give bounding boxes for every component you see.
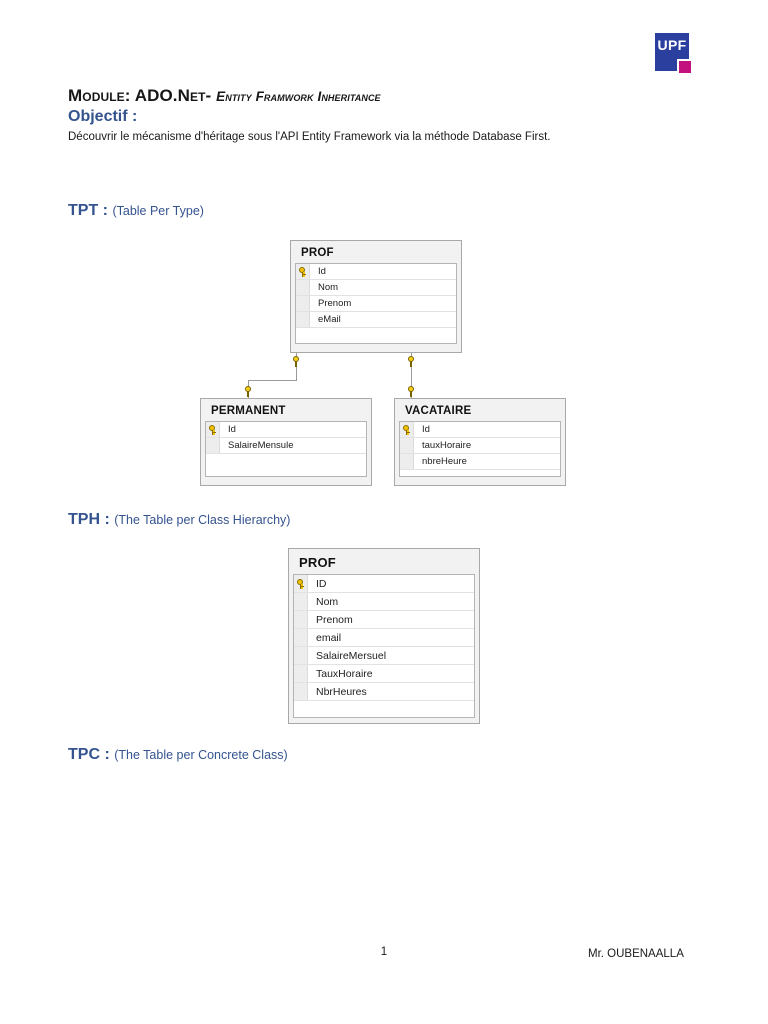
- erd-row-gutter: [296, 296, 310, 311]
- erd-field-label: Id: [228, 424, 236, 435]
- erd-field-label: nbreHeure: [422, 456, 467, 467]
- logo-pink-square: [677, 59, 693, 75]
- erd-row[interactable]: eMail: [296, 312, 456, 328]
- erd-field-label: TauxHoraire: [316, 667, 373, 680]
- erd-table-prof-tph[interactable]: PROF ID Nom Prenom email SalaireMersuel …: [288, 548, 480, 724]
- erd-row[interactable]: Id: [296, 264, 456, 280]
- relationship-key-icon-prof-left: [292, 356, 301, 367]
- erd-table-prof-tpt[interactable]: PROF Id Nom Prenom eMail: [290, 240, 462, 353]
- erd-row-gutter: [294, 611, 308, 628]
- erd-field-label: email: [316, 631, 342, 644]
- objectif-heading: Objectif :: [68, 108, 138, 125]
- erd-table-title: PROF: [299, 555, 336, 570]
- erd-row-gutter: [294, 629, 308, 646]
- erd-row-gutter: [206, 438, 220, 453]
- erd-field-label: SalaireMensule: [228, 440, 294, 451]
- erd-table-title: VACATAIRE: [405, 405, 472, 417]
- erd-field-label: NbrHeures: [316, 685, 367, 698]
- erd-row-gutter: [294, 575, 308, 592]
- erd-table-permanent[interactable]: PERMANENT Id SalaireMensule: [200, 398, 372, 486]
- section-heading-tph: TPH : (The Table per Class Hierarchy): [68, 511, 290, 529]
- footer-page-number: 1: [380, 946, 388, 958]
- erd-row[interactable]: SalaireMensule: [206, 438, 366, 454]
- document-title: Module: ADO.Net- Entity Framwork Inherit…: [68, 86, 381, 106]
- erd-table-title: PERMANENT: [211, 405, 286, 417]
- section-code-tph: TPH :: [68, 511, 110, 528]
- erd-row[interactable]: Prenom: [294, 611, 474, 629]
- section-code-tpt: TPT :: [68, 202, 108, 219]
- primary-key-icon: [402, 424, 411, 435]
- erd-row-gutter: [294, 665, 308, 682]
- erd-table-body: Id tauxHoraire nbreHeure: [399, 421, 561, 477]
- erd-table-body: Id SalaireMensule: [205, 421, 367, 477]
- document-title-main: Module: ADO.Net-: [68, 86, 212, 105]
- erd-table-vacataire[interactable]: VACATAIRE Id tauxHoraire nbreHeure: [394, 398, 566, 486]
- erd-row[interactable]: SalaireMersuel: [294, 647, 474, 665]
- erd-row-gutter: [400, 422, 414, 437]
- erd-table-title: PROF: [301, 247, 334, 259]
- erd-row-gutter: [400, 454, 414, 469]
- erd-row[interactable]: Nom: [294, 593, 474, 611]
- erd-field-label: Nom: [316, 595, 339, 608]
- erd-row-gutter: [206, 422, 220, 437]
- erd-row[interactable]: Id: [400, 422, 560, 438]
- erd-row[interactable]: email: [294, 629, 474, 647]
- section-paren-tph: (The Table per Class Hierarchy): [114, 513, 291, 527]
- erd-row-gutter: [294, 647, 308, 664]
- erd-row[interactable]: tauxHoraire: [400, 438, 560, 454]
- relationship-key-icon-vacataire: [407, 386, 416, 397]
- primary-key-icon: [298, 266, 307, 277]
- erd-row-gutter: [296, 280, 310, 295]
- erd-field-label: Prenom: [318, 298, 352, 309]
- footer-author: Mr. OUBENAALLA: [588, 948, 684, 960]
- primary-key-icon: [296, 578, 305, 589]
- erd-field-label: Nom: [318, 282, 339, 293]
- logo-text: UPF: [657, 37, 687, 53]
- erd-row-gutter: [296, 312, 310, 327]
- upf-logo: UPF: [655, 33, 693, 79]
- connector-prof-vacataire-v: [411, 352, 412, 402]
- erd-row-gutter: [296, 264, 310, 279]
- erd-row[interactable]: ID: [294, 575, 474, 593]
- erd-row[interactable]: Prenom: [296, 296, 456, 312]
- erd-field-label: Id: [318, 266, 326, 277]
- erd-row[interactable]: Nom: [296, 280, 456, 296]
- relationship-key-icon-permanent: [244, 386, 253, 397]
- erd-row[interactable]: Id: [206, 422, 366, 438]
- objectif-paragraph: Découvrir le mécanisme d'héritage sous l…: [68, 131, 551, 143]
- erd-field-label: Id: [422, 424, 430, 435]
- erd-row-gutter: [294, 593, 308, 610]
- erd-row-gutter: [400, 438, 414, 453]
- erd-row[interactable]: NbrHeures: [294, 683, 474, 701]
- section-paren-tpc: (The Table per Concrete Class): [114, 748, 288, 762]
- erd-row[interactable]: nbreHeure: [400, 454, 560, 470]
- erd-row-gutter: [294, 683, 308, 700]
- relationship-key-icon-prof-right: [407, 356, 416, 367]
- erd-row[interactable]: TauxHoraire: [294, 665, 474, 683]
- section-paren-tpt: (Table Per Type): [112, 204, 204, 218]
- erd-field-label: SalaireMersuel: [316, 649, 387, 662]
- erd-table-body: Id Nom Prenom eMail: [295, 263, 457, 344]
- erd-field-label: tauxHoraire: [422, 440, 472, 451]
- document-title-subtitle: Entity Framwork Inheritance: [216, 89, 381, 104]
- erd-field-label: ID: [316, 577, 327, 590]
- section-code-tpc: TPC :: [68, 746, 110, 763]
- erd-table-body: ID Nom Prenom email SalaireMersuel TauxH…: [293, 574, 475, 718]
- connector-prof-permanent-h: [248, 380, 297, 381]
- section-heading-tpt: TPT : (Table Per Type): [68, 202, 204, 220]
- erd-field-label: eMail: [318, 314, 341, 325]
- section-heading-tpc: TPC : (The Table per Concrete Class): [68, 746, 288, 764]
- primary-key-icon: [208, 424, 217, 435]
- erd-field-label: Prenom: [316, 613, 353, 626]
